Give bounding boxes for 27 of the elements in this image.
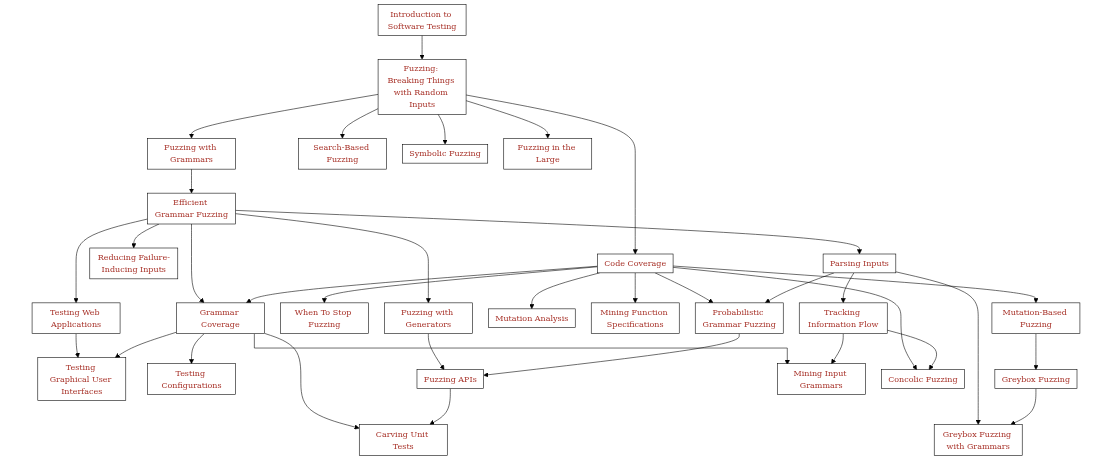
node-box: Efficient Grammar Fuzzing bbox=[147, 192, 236, 225]
node-box: Greybox Fuzzing with Grammars bbox=[933, 424, 1023, 456]
node-box: Fuzzing APIs bbox=[416, 369, 484, 389]
node-box: Fuzzing with Generators bbox=[384, 302, 473, 334]
node-box: Search-Based Fuzzing bbox=[298, 138, 387, 170]
node-box: Tracking Information Flow bbox=[798, 302, 888, 334]
node-box: Mining Function Specifications bbox=[590, 302, 680, 334]
node-box: Mutation Analysis bbox=[488, 308, 576, 328]
node-box: When To Stop Fuzzing bbox=[280, 302, 369, 334]
node-box: Fuzzing in the Large bbox=[503, 138, 593, 170]
node-box: Introduction to Software Testing bbox=[377, 4, 467, 36]
node-box: Symbolic Fuzzing bbox=[402, 144, 489, 164]
node-box: Reducing Failure-Inducing Inputs bbox=[89, 247, 179, 280]
node-box: Probabilistic Grammar Fuzzing bbox=[694, 302, 784, 334]
node-box: Code Coverage bbox=[597, 253, 674, 274]
node-box: Parsing Inputs bbox=[822, 253, 897, 274]
node-box: Testing Configurations bbox=[147, 363, 236, 395]
node-box: Mutation-Based Fuzzing bbox=[991, 302, 1081, 334]
node-box: Greybox Fuzzing bbox=[994, 369, 1078, 389]
node-box: Mining Input Grammars bbox=[777, 363, 866, 395]
node-box: Concolic Fuzzing bbox=[881, 369, 965, 389]
node-box: Fuzzing with Grammars bbox=[147, 138, 236, 170]
node-box: Carving Unit Tests bbox=[358, 424, 448, 456]
node-box: Testing Graphical User Interfaces bbox=[37, 357, 127, 401]
node-box: Fuzzing: Breaking Things with Random Inputs bbox=[377, 59, 467, 115]
node-box: Grammar Coverage bbox=[176, 302, 265, 334]
node-box: Testing Web Applications bbox=[31, 302, 121, 334]
